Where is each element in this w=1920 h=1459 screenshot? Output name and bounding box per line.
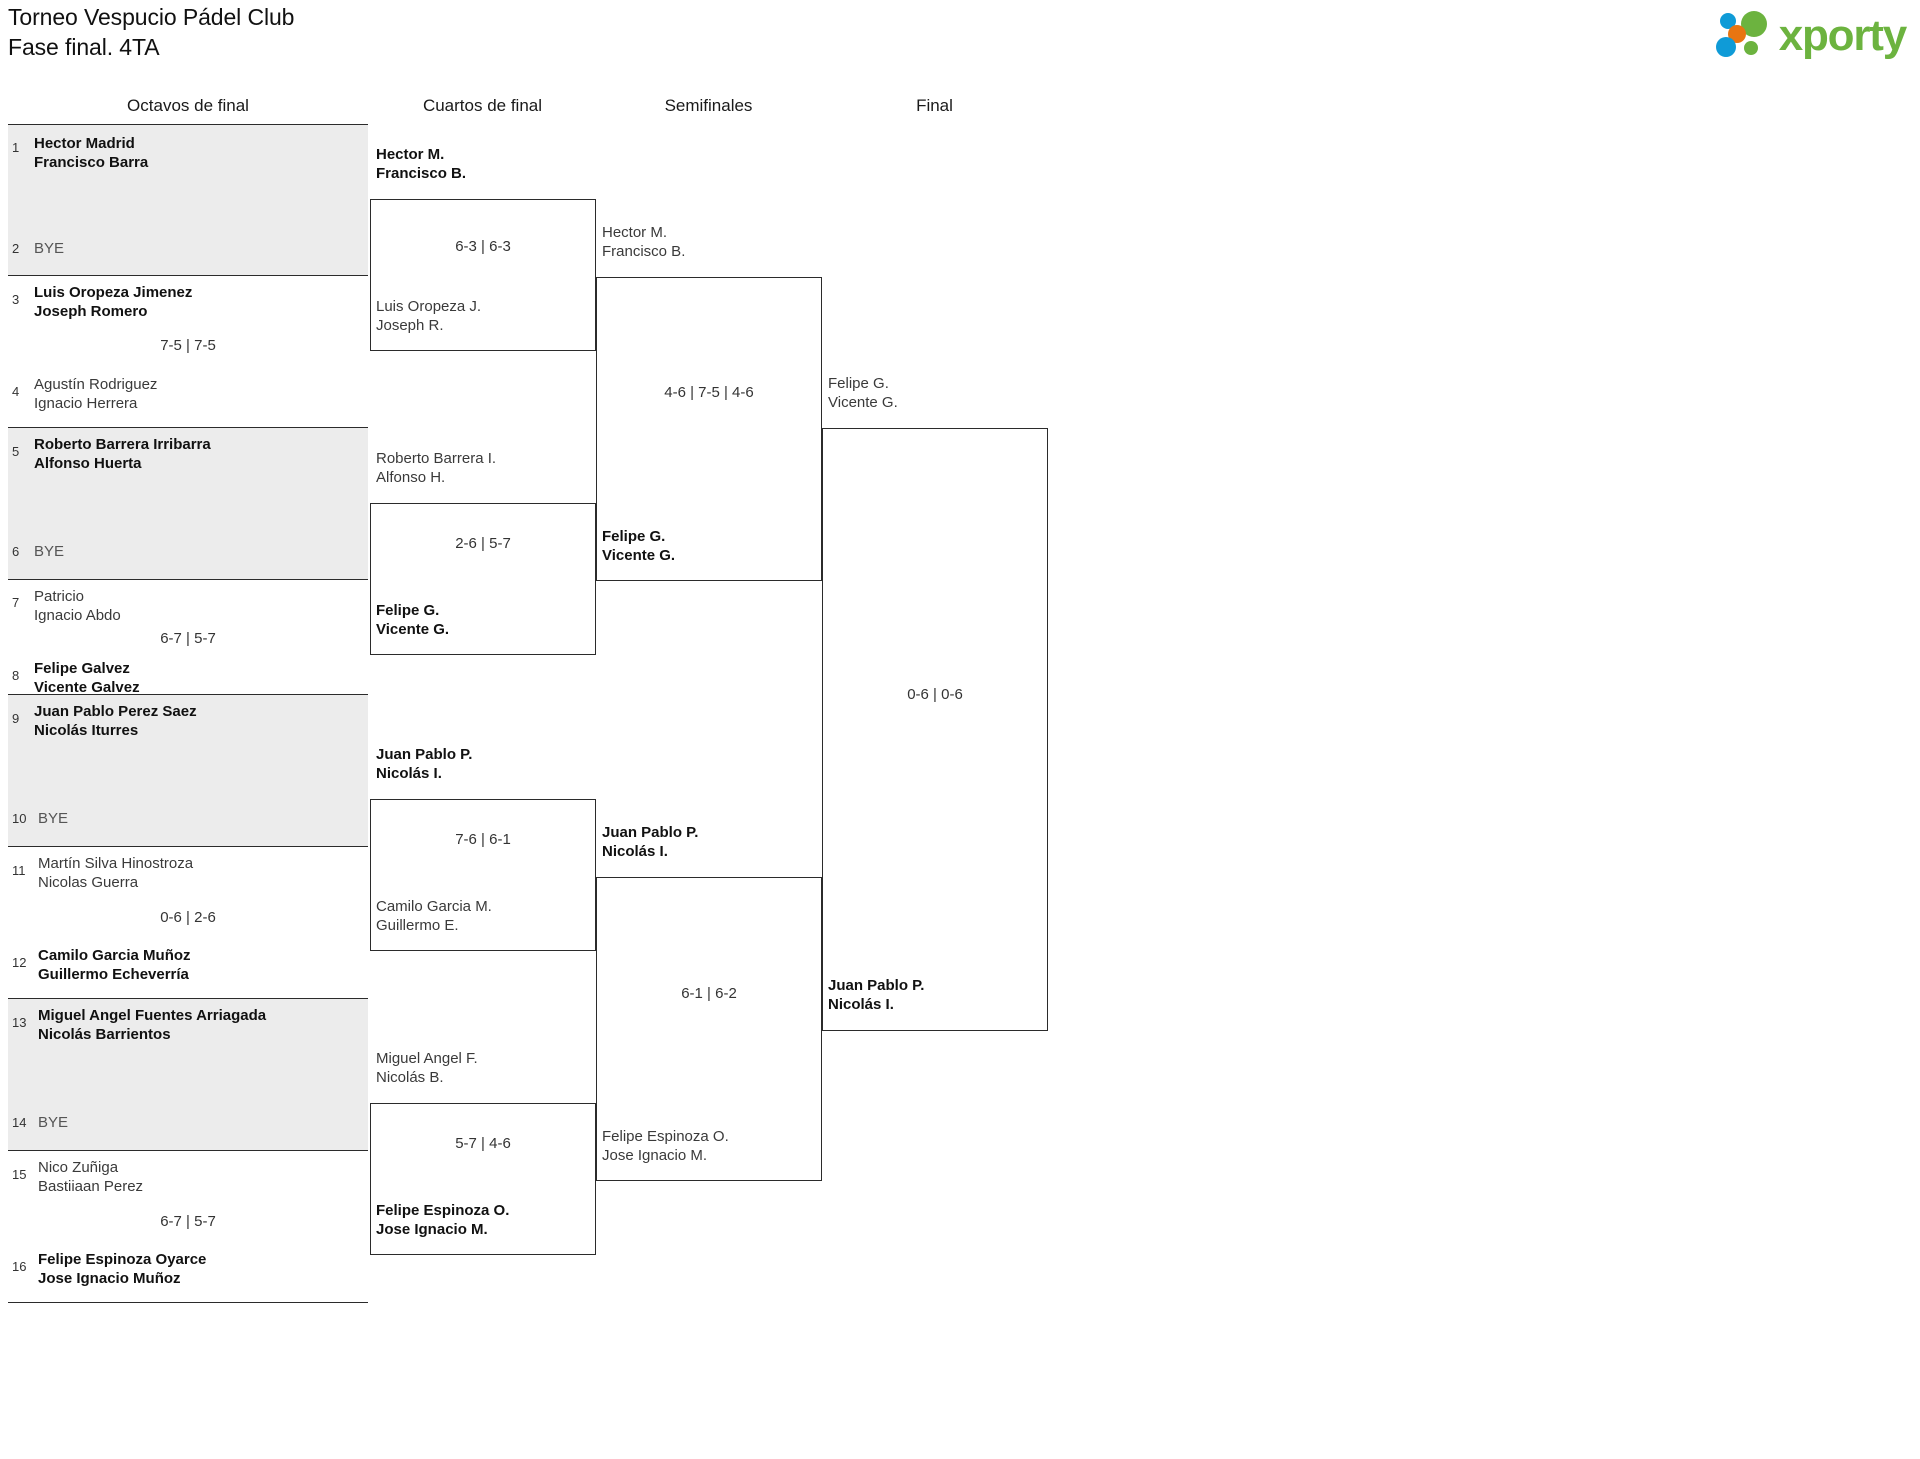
r3-match-2[interactable] [596, 877, 822, 1181]
seed-number: 12 [12, 955, 27, 970]
r1-match-7[interactable]: 13 Miguel Angel Fuentes Arriagada Nicolá… [8, 999, 368, 1151]
team-name: Camilo Garcia M. Guillermo E. [376, 898, 492, 934]
logo-wordmark: xporty [1778, 11, 1907, 60]
team-name: Felipe Galvez Vicente Galvez [34, 660, 140, 696]
seed-number: 2 [12, 241, 20, 256]
r2-match-4[interactable] [370, 1103, 596, 1255]
seed-number: 1 [12, 140, 20, 155]
xporty-logo[interactable]: xporty [1713, 8, 1907, 64]
seed-number: 9 [12, 711, 20, 726]
seed-number: 11 [12, 863, 26, 878]
seed-number: 13 [12, 1015, 27, 1030]
seed-number: 16 [12, 1259, 27, 1274]
match-score: 6-7 | 5-7 [160, 630, 216, 647]
team-name: Roberto Barrera I. Alfonso H. [376, 450, 497, 486]
r2-match-3[interactable] [370, 799, 596, 951]
team-name: Juan Pablo P. Nicolás I. [376, 746, 473, 782]
seed-number: 8 [12, 668, 20, 683]
team-name: Luis Oropeza J. Joseph R. [376, 298, 482, 334]
page-header: Torneo Vespucio Pádel Club Fase final. 4… [0, 0, 1920, 70]
seed-number: 7 [12, 595, 20, 610]
team-name: Camilo Garcia Muñoz Guillermo Echeverría [38, 947, 191, 983]
r2-match-2[interactable] [370, 503, 596, 655]
match-score: 6-3 | 6-3 [455, 238, 511, 255]
seed-number: 10 [12, 811, 27, 826]
r1-match-6[interactable]: 11 Martín Silva Hinostroza Nicolas Guerr… [8, 847, 368, 999]
r2-match-1[interactable] [370, 199, 596, 351]
match-score: 0-6 | 0-6 [907, 686, 963, 703]
r1-match-5[interactable]: 9 Juan Pablo Perez Saez Nicolás Iturres … [8, 695, 368, 847]
team-name: Patricio Ignacio Abdo [34, 588, 121, 624]
seed-number: 5 [12, 444, 20, 459]
team-name: Hector M. Francisco B. [602, 224, 686, 260]
team-name: Nico Zuñiga Bastiiaan Perez [38, 1159, 144, 1195]
logo-dots-icon [1713, 10, 1775, 63]
match-score: 7-6 | 6-1 [455, 831, 511, 848]
team-name: Agustín Rodriguez Ignacio Herrera [34, 376, 158, 412]
r1-match-1[interactable]: 1 Hector Madrid Francisco Barra 2 BYE [8, 124, 368, 276]
match-score: 4-6 | 7-5 | 4-6 [664, 384, 754, 401]
team-name: Felipe Espinoza O. Jose Ignacio M. [376, 1202, 510, 1238]
match-score: 2-6 | 5-7 [455, 535, 511, 552]
team-name: Juan Pablo Perez Saez Nicolás Iturres [34, 703, 197, 739]
team-name: Felipe G. Vicente G. [602, 528, 676, 564]
tournament-title-line2: Fase final. 4TA [8, 34, 160, 60]
team-name: Miguel Angel F. Nicolás B. [376, 1050, 478, 1086]
r4-match-final[interactable] [822, 428, 1048, 1031]
team-name: Felipe G. Vicente G. [828, 375, 898, 411]
seed-number: 15 [12, 1167, 27, 1182]
team-name: Felipe Espinoza Oyarce Jose Ignacio Muño… [38, 1251, 207, 1287]
tournament-title-line1: Torneo Vespucio Pádel Club [8, 4, 295, 30]
bye-label: BYE [34, 543, 65, 560]
r1-match-8[interactable]: 15 Nico Zuñiga Bastiiaan Perez 6-7 | 5-7… [8, 1151, 368, 1303]
match-score: 5-7 | 4-6 [455, 1135, 511, 1152]
team-name: Hector Madrid Francisco Barra [34, 135, 149, 171]
team-name: Hector M. Francisco B. [376, 146, 467, 182]
team-name: Roberto Barrera Irribarra Alfonso Huerta [34, 436, 211, 472]
team-name: Luis Oropeza Jimenez Joseph Romero [34, 284, 193, 320]
r1-match-3[interactable]: 5 Roberto Barrera Irribarra Alfonso Huer… [8, 428, 368, 580]
match-score: 6-7 | 5-7 [160, 1213, 216, 1230]
r1-match-4[interactable]: 7 Patricio Ignacio Abdo 6-7 | 5-7 8 Feli… [8, 580, 368, 696]
match-score: 0-6 | 2-6 [160, 909, 216, 926]
round-header-octavos: Octavos de final [127, 96, 249, 115]
team-name: Felipe Espinoza O. Jose Ignacio M. [602, 1128, 729, 1164]
team-name: Juan Pablo P. Nicolás I. [828, 977, 925, 1013]
seed-number: 3 [12, 292, 20, 307]
r3-match-1[interactable] [596, 277, 822, 581]
team-name: Juan Pablo P. Nicolás I. [602, 824, 699, 860]
bye-label: BYE [34, 240, 65, 257]
seed-number: 14 [12, 1115, 27, 1130]
team-name: Miguel Angel Fuentes Arriagada Nicolás B… [38, 1007, 267, 1043]
round-header-cuartos: Cuartos de final [422, 96, 543, 115]
round-header-semifinales: Semifinales [664, 96, 753, 115]
r1-match-2[interactable]: 3 Luis Oropeza Jimenez Joseph Romero 7-5… [8, 276, 368, 428]
tournament-title: Torneo Vespucio Pádel Club Fase final. 4… [8, 2, 294, 62]
match-score: 7-5 | 7-5 [160, 337, 216, 354]
team-name: Martín Silva Hinostroza Nicolas Guerra [38, 855, 194, 891]
round-header-final: Final [916, 96, 953, 115]
bye-label: BYE [38, 810, 69, 827]
match-score: 6-1 | 6-2 [681, 985, 737, 1002]
seed-number: 6 [12, 544, 20, 559]
bye-label: BYE [38, 1114, 69, 1131]
seed-number: 4 [12, 384, 20, 399]
team-name: Felipe G. Vicente G. [376, 602, 450, 638]
